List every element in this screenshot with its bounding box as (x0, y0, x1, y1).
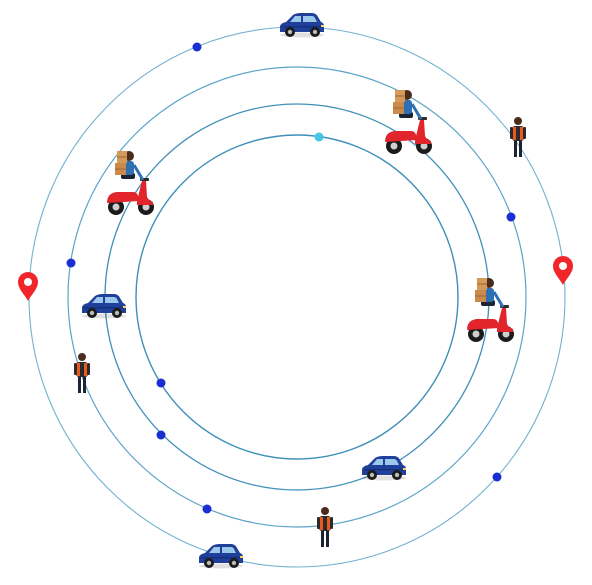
map-pin-icon (18, 272, 38, 301)
orbit-dot-icon (156, 430, 166, 440)
orbit-dots (66, 42, 516, 514)
car-icon (82, 294, 126, 319)
delivery-scooter-icon (105, 149, 156, 217)
car-icon (199, 544, 243, 569)
orbit-dot-icon (192, 42, 202, 52)
orbit-dot-icon (314, 132, 324, 142)
orbit-ring-4 (135, 134, 459, 460)
person-icon (317, 507, 333, 549)
orbit-dot-icon (66, 258, 76, 268)
orbit-dot-icon (156, 378, 166, 388)
orbit-dot-icon (202, 504, 212, 514)
orbit-dot-icon (492, 472, 502, 482)
car-icon (280, 13, 324, 38)
delivery-scooter-icon (383, 88, 434, 156)
orbit-ring-2 (67, 66, 527, 528)
orbit-dot-icon (506, 212, 516, 222)
map-pin-icon (553, 256, 573, 285)
car-icon (362, 456, 406, 481)
delivery-scooter-icon (465, 276, 516, 344)
